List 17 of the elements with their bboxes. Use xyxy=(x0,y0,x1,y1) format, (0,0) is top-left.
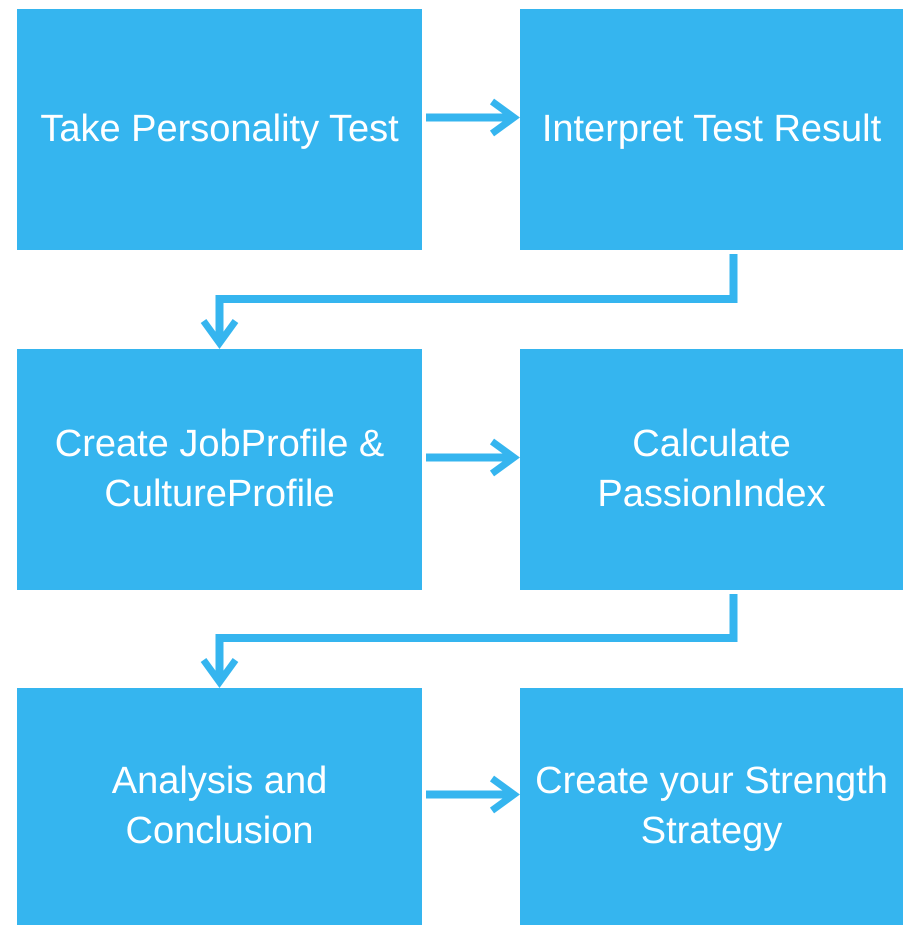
step-label: Create your Strength Strategy xyxy=(534,759,889,854)
arrow xyxy=(426,775,518,814)
step-label: Create JobProfile & CultureProfile xyxy=(54,422,386,516)
process-box xyxy=(17,688,422,925)
process-box xyxy=(520,349,903,590)
step-label: Interpret Test Result xyxy=(542,106,882,152)
process-box xyxy=(17,349,422,590)
step-label: Take Personality Test xyxy=(40,106,399,152)
step-label: Calculate PassionIndex xyxy=(596,422,827,516)
arrow xyxy=(426,98,518,137)
arrow xyxy=(426,438,518,477)
arrow xyxy=(200,254,738,346)
process-box xyxy=(520,688,903,925)
arrow xyxy=(200,594,738,686)
step-label: Analysis and Conclusion xyxy=(110,759,328,854)
process-box xyxy=(17,9,422,250)
process-box xyxy=(520,9,903,250)
